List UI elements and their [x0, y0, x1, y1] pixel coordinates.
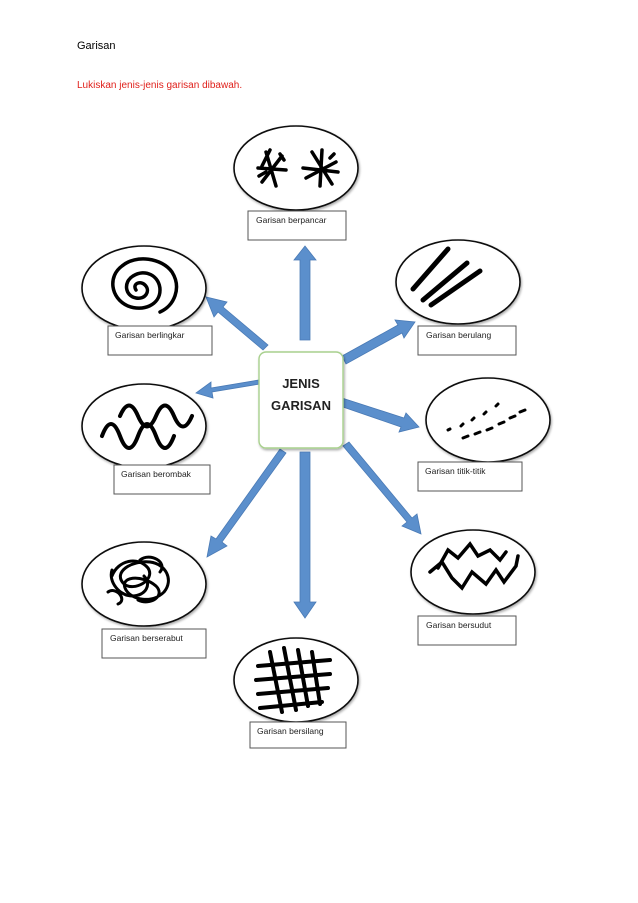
drawing-bersudut: [428, 541, 520, 591]
center-title-line2: GARISAN: [271, 398, 331, 413]
label-box-titik: [417, 461, 523, 492]
arrow-left: [195, 379, 261, 399]
label-bersudut: Garisan bersudut: [426, 620, 492, 630]
arrow-upper-left: [205, 296, 269, 351]
drawing-berlingkar: [111, 257, 179, 314]
arrow-down: [293, 451, 317, 619]
drawing-titik: [446, 402, 527, 440]
label-box-bersilang: [249, 721, 347, 749]
page-heading: Garisan: [77, 40, 116, 52]
ellipse-titik: [425, 377, 551, 463]
drawing-berulang: [410, 246, 483, 308]
label-berombak: Garisan berombak: [121, 469, 192, 479]
label-berserabut: Garisan berserabut: [110, 633, 183, 643]
label-titik: Garisan titik-titik: [425, 466, 486, 476]
ellipse-berpancar: [233, 125, 359, 211]
arrow-right: [339, 397, 420, 433]
drawing-bersilang: [254, 646, 332, 714]
arrow-lower-left: [206, 448, 287, 558]
center-title-line1: JENIS: [282, 376, 320, 391]
drawing-berserabut: [106, 555, 170, 606]
arrow-upper-right: [341, 319, 416, 365]
instruction-text: Lukiskan jenis-jenis garisan dibawah.: [77, 80, 243, 91]
arrow-lower-right: [342, 441, 422, 535]
label-berlingkar: Garisan berlingkar: [115, 330, 185, 340]
center-box: [258, 351, 344, 449]
label-berulang: Garisan berulang: [426, 330, 491, 340]
label-box-bersudut: [417, 615, 517, 646]
label-bersilang: Garisan bersilang: [257, 726, 324, 736]
drawing-berpancar: [256, 148, 340, 188]
label-box-berpancar: [247, 210, 347, 241]
ellipse-berulang: [395, 239, 521, 325]
label-box-berlingkar: [107, 325, 213, 356]
label-box-berombak: [113, 464, 211, 495]
arrow-up: [293, 245, 317, 341]
label-berpancar: Garisan berpancar: [256, 215, 327, 225]
label-box-berserabut: [101, 628, 207, 659]
label-box-berulang: [417, 325, 517, 356]
drawing-berombak: [100, 403, 194, 450]
